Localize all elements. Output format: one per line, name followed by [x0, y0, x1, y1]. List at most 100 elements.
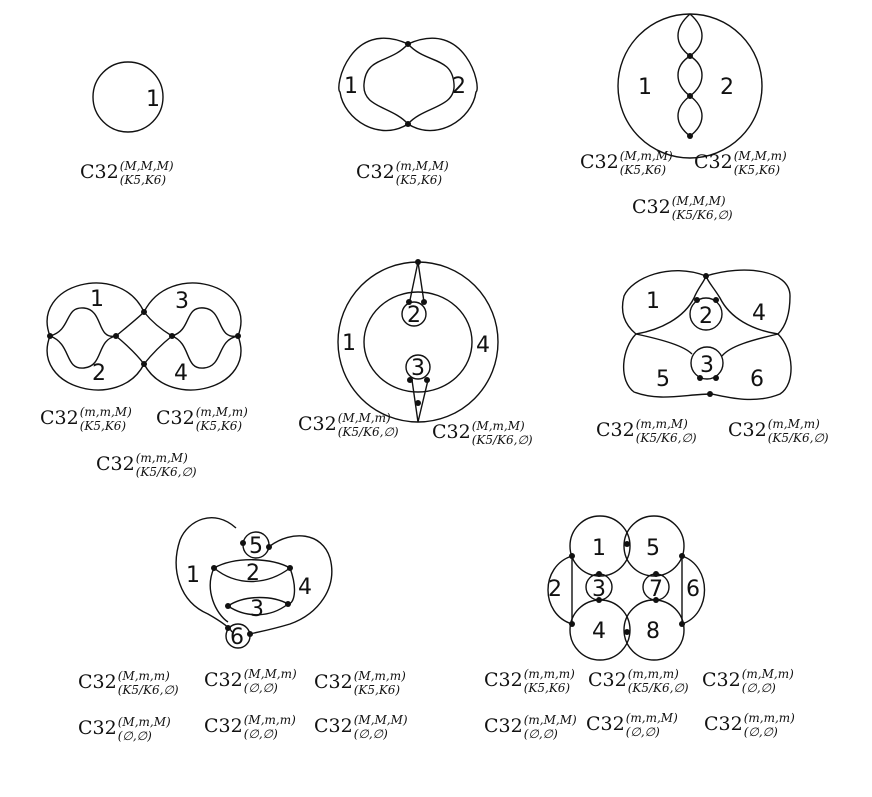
formula-base: C32 [586, 713, 625, 735]
vertical-edge [571, 556, 683, 624]
region-label: 1 [146, 87, 160, 112]
vertex [141, 361, 147, 367]
figure-2: 1 2 [338, 37, 478, 132]
region-label: 2 [548, 577, 562, 602]
formula-caption: C32(M,M,M)(∅,∅) [314, 714, 408, 740]
formula-superscript: (M,M,m) [733, 149, 787, 163]
formula-base: C32 [484, 715, 523, 737]
formula-superscript: (M,m,M) [619, 149, 673, 163]
vertex [225, 625, 231, 631]
link-edge-left [115, 311, 145, 365]
region-label: 5 [249, 534, 263, 559]
region-label: 1 [186, 563, 200, 588]
region-label: 5 [646, 536, 660, 561]
vertex [713, 297, 719, 303]
outer-circle-edge [337, 261, 499, 423]
region-label: 1 [646, 289, 660, 314]
formula-superscript: (M,M,M) [671, 194, 726, 208]
formula-caption: C32(M,M,M)(K5/K6,∅) [632, 195, 733, 221]
formula-superscript: (M,M,m) [243, 667, 297, 681]
region-label: 2 [92, 361, 106, 386]
formula-subscript: (∅,∅) [353, 727, 388, 741]
region-label: 5 [656, 367, 670, 392]
outer-edge-left [175, 517, 237, 633]
region-label: 6 [686, 577, 700, 602]
formula-base: C32 [156, 407, 195, 429]
formula-caption: C32(m,m,m)(K5/K6,∅) [588, 668, 689, 694]
vertex [407, 377, 413, 383]
region-label: 3 [250, 597, 264, 622]
vertex [225, 603, 231, 609]
region-label: 4 [476, 333, 490, 358]
formula-superscript: (m,m,M) [625, 711, 678, 725]
link-edge-right [143, 311, 173, 365]
formula-base: C32 [580, 151, 619, 173]
region-label: 1 [342, 331, 356, 356]
region-label: 3 [700, 353, 714, 378]
formula-subscript: (K5,K6) [733, 163, 781, 177]
formula-subscript: (K5,K6) [79, 419, 127, 433]
chain-edge-left [677, 13, 692, 137]
small-circle-edge [401, 301, 427, 327]
formula-base: C32 [694, 151, 733, 173]
formula-subscript: (K5/K6,∅) [671, 208, 733, 222]
region-label: 6 [750, 367, 764, 392]
formula-caption: C32(M,m,m)(K5/K6,∅) [78, 670, 179, 696]
formula-base: C32 [204, 669, 243, 691]
inner-edge-right [407, 43, 455, 125]
vertex [415, 400, 421, 406]
formula-subscript: (K5,K6) [353, 683, 401, 697]
vertex [694, 297, 700, 303]
vertex [421, 299, 427, 305]
formula-subscript: (∅,∅) [741, 681, 776, 695]
vertex [624, 629, 630, 635]
formula-caption: C32(M,m,M)(∅,∅) [78, 716, 171, 742]
vertex [240, 540, 246, 546]
formula-caption: C32(m,M,m)(∅,∅) [702, 668, 794, 694]
formula-subscript: (K5,K6) [619, 163, 667, 177]
small-circle-edge [405, 354, 431, 380]
region-label: 4 [592, 619, 606, 644]
formula-base: C32 [96, 453, 135, 475]
figure-1: 1 [92, 61, 164, 133]
small-circle-edge [689, 297, 723, 331]
formula-base: C32 [80, 161, 119, 183]
region-label: 2 [699, 304, 713, 329]
formula-caption: C32(m,m,M)(∅,∅) [586, 712, 678, 738]
figure-6: 1 2 4 3 5 6 [621, 269, 792, 401]
formula-caption: C32(m,m,m)(K5,K6) [484, 668, 575, 694]
formula-subscript: (K5/K6,∅) [627, 681, 689, 695]
vertex [713, 375, 719, 381]
vertex [703, 273, 709, 279]
formula-subscript: (∅,∅) [743, 725, 778, 739]
formula-caption: C32(m,M,m)(K5,K6) [156, 406, 248, 432]
vertex [653, 571, 659, 577]
region-label: 3 [175, 289, 189, 314]
formula-base: C32 [78, 717, 117, 739]
region-label: 1 [344, 74, 358, 99]
region-label: 2 [720, 75, 734, 100]
formula-base: C32 [356, 161, 395, 183]
region-5-edge [622, 333, 713, 398]
formula-superscript: (m,M,m) [195, 405, 248, 419]
inner-ring-edge [363, 291, 473, 393]
formula-superscript: (m,m,m) [627, 667, 679, 681]
formula-superscript: (M,M,m) [337, 411, 391, 425]
formula-subscript: (K5,K6) [119, 173, 167, 187]
formula-caption: C32(M,M,m)(∅,∅) [204, 668, 297, 694]
formula-subscript: (K5/K6,∅) [635, 431, 697, 445]
wavy-edge-left-top [49, 307, 117, 337]
formula-superscript: (m,m,m) [743, 711, 795, 725]
formula-base: C32 [702, 669, 741, 691]
formula-subscript: (∅,∅) [625, 725, 660, 739]
formula-caption: C32(M,M,m)(K5,K6) [694, 150, 787, 176]
outer-edge-right [407, 37, 478, 132]
formula-caption: C32(m,M,M)(K5,K6) [356, 160, 449, 186]
formula-base: C32 [314, 715, 353, 737]
outer-edge-right [249, 535, 333, 635]
formula-base: C32 [314, 671, 353, 693]
region-label: 2 [452, 74, 466, 99]
spoke-edge-bottom [411, 379, 429, 423]
formula-caption: C32(M,M,M)(K5,K6) [80, 160, 174, 186]
